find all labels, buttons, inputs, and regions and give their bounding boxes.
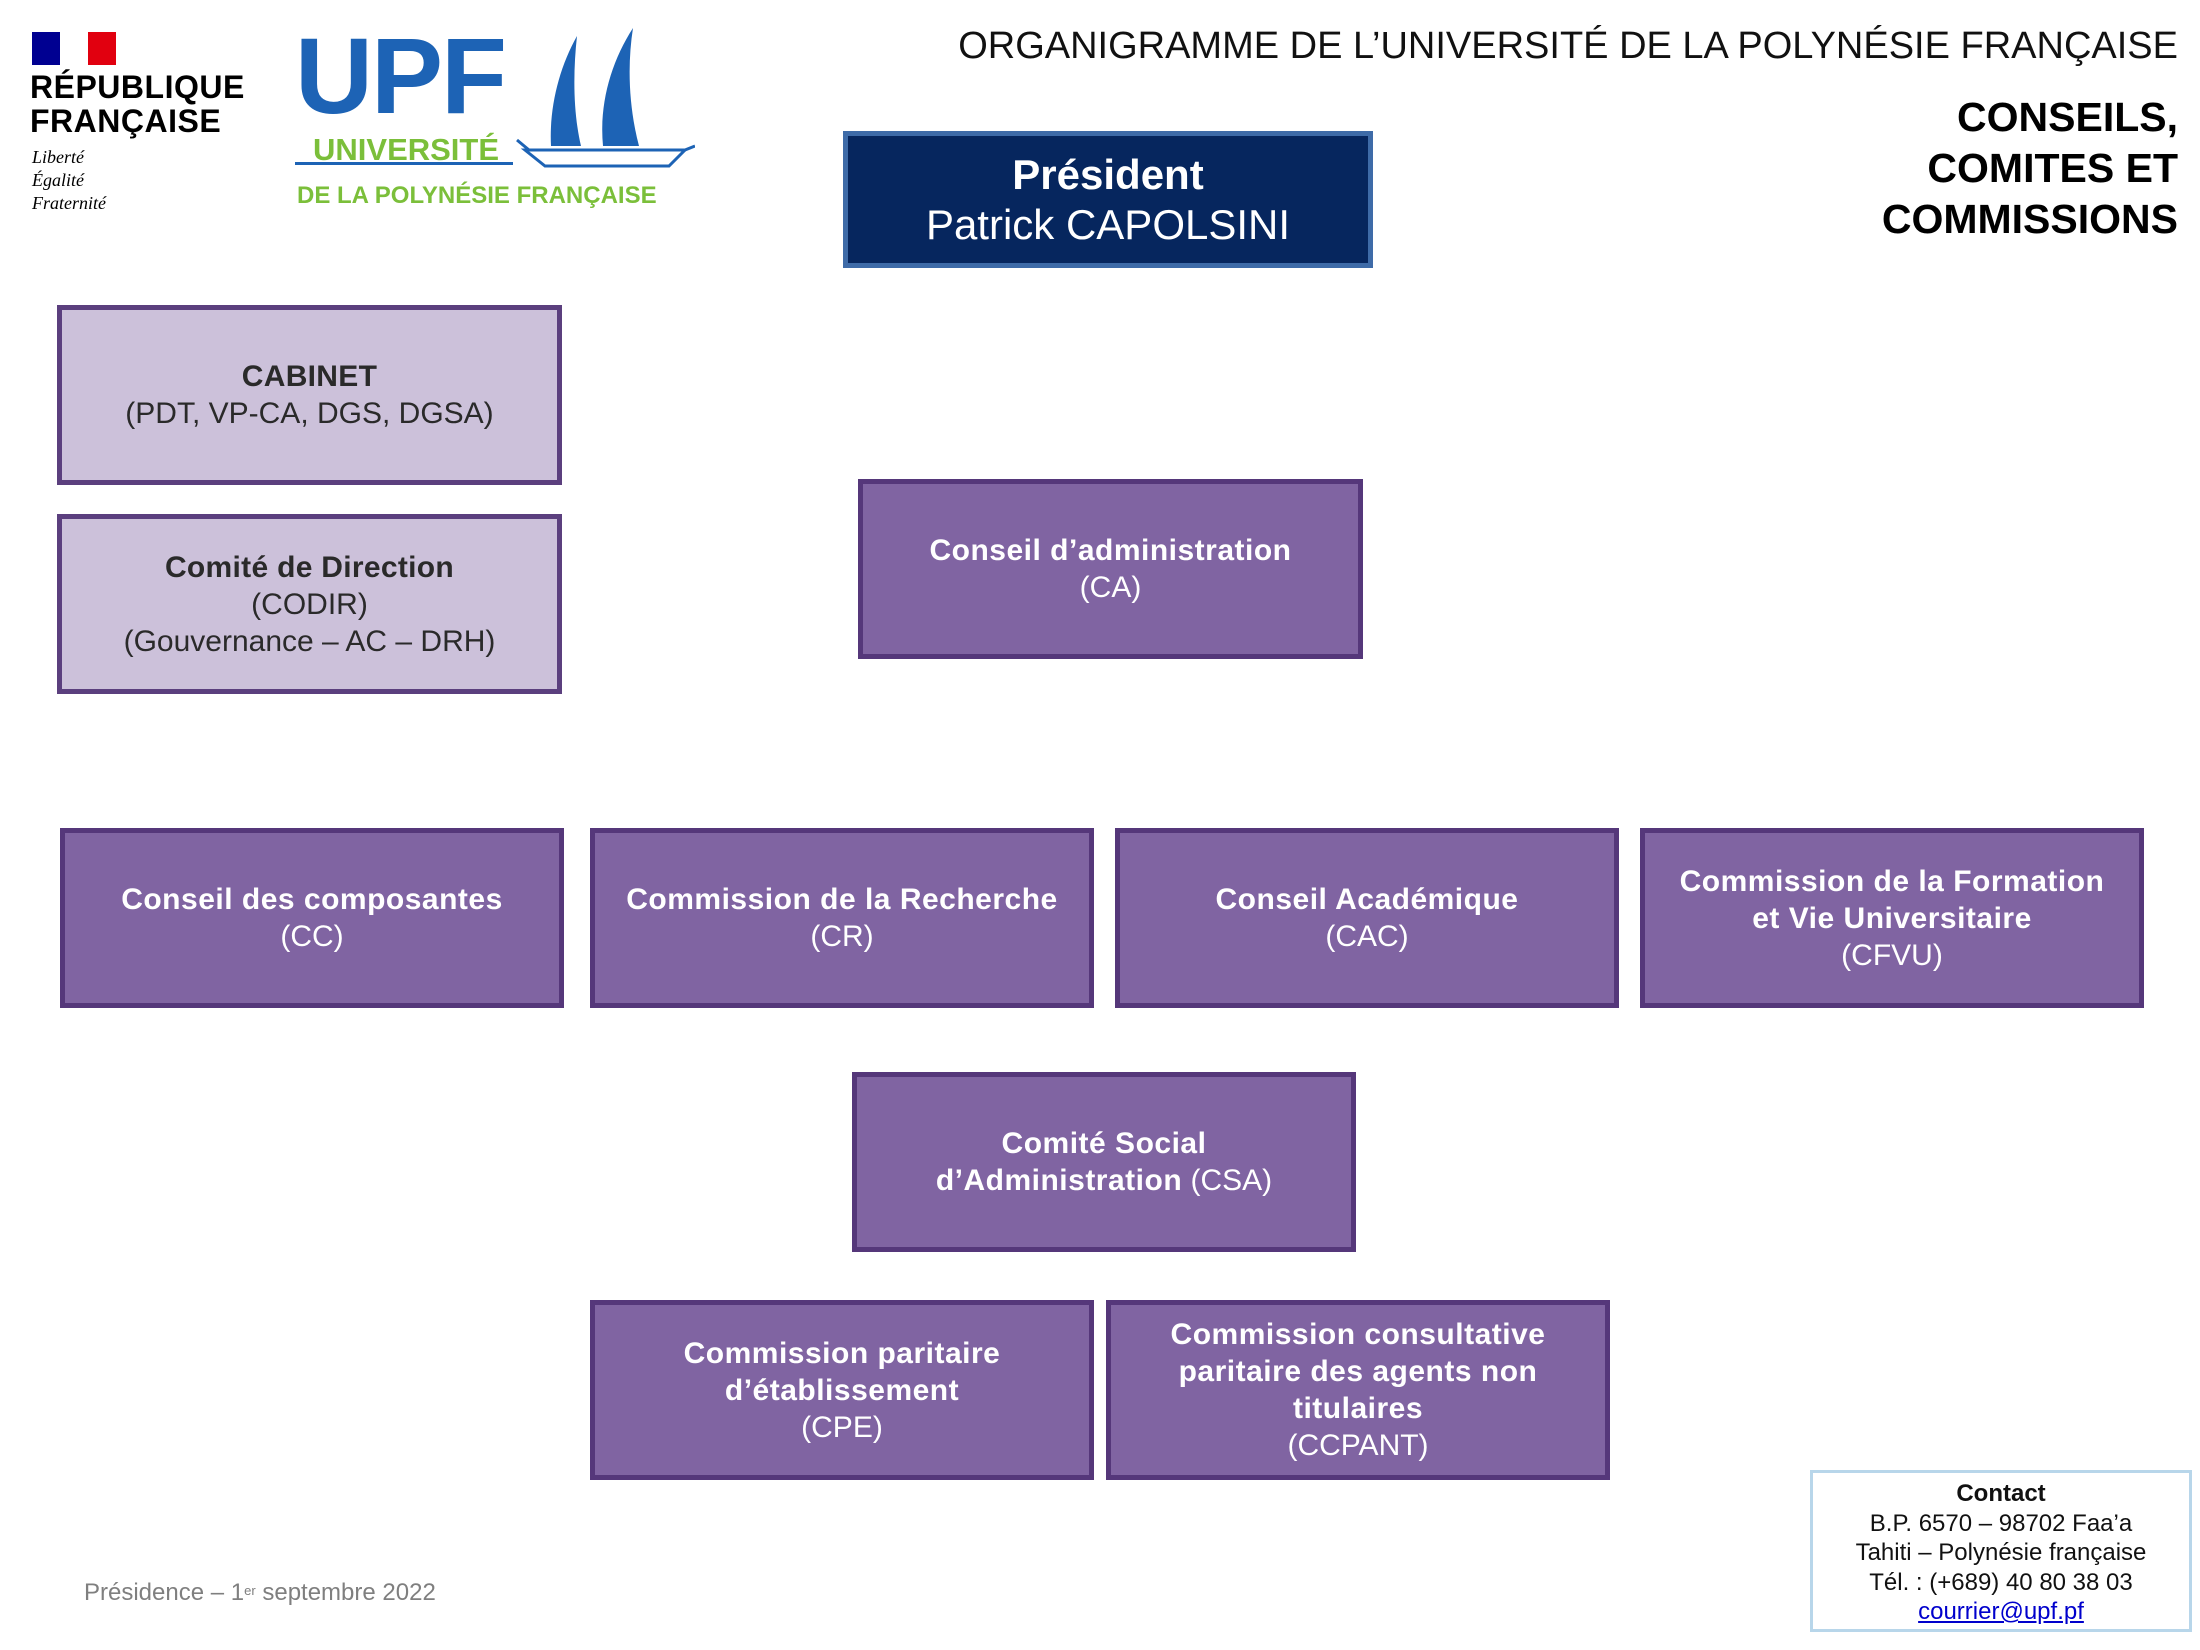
page-title: ORGANIGRAMME DE L’UNIVERSITÉ DE LA POLYN… <box>958 25 2178 67</box>
president-name: Patrick CAPOLSINI <box>925 200 1291 248</box>
upf-logo-polynesie: DE LA POLYNÉSIE FRANÇAISE <box>297 182 657 209</box>
cfvu-title-line: et Vie Universitaire <box>1752 901 2032 935</box>
cpe-title-line: Commission paritaire <box>683 1336 1001 1370</box>
csa-box: Comité Social d’Administration (CSA) <box>852 1072 1356 1252</box>
section-title-line: COMITES ET <box>1927 145 2178 191</box>
french-flag-icon <box>32 32 116 65</box>
section-title-line: CONSEILS, <box>1957 94 2178 140</box>
ccpant-title-line: titulaires <box>1292 1392 1424 1425</box>
cpe-acronym: (CPE) <box>801 1410 883 1444</box>
codir-acronym: (CODIR) <box>251 587 368 621</box>
cr-box: Commission de la Recherche (CR) <box>590 828 1094 1008</box>
codir-members: (Gouvernance – AC – DRH) <box>123 624 496 658</box>
csa-title-bold: d’Administration <box>935 1164 1183 1197</box>
cc-acronym: (CC) <box>280 920 344 953</box>
republique-name: RÉPUBLIQUE FRANÇAISE <box>30 70 245 138</box>
cfvu-title-line: Commission de la Formation <box>1679 864 2105 898</box>
cabinet-box: CABINET (PDT, VP-CA, DGS, DGSA) <box>57 305 562 485</box>
contact-box: Contact B.P. 6570 – 98702 Faa’a Tahiti –… <box>1810 1470 2192 1632</box>
upf-logo-universite: UNIVERSITÉ <box>313 132 500 167</box>
section-title: CONSEILS, COMITES ET COMMISSIONS <box>1758 92 2178 245</box>
upf-logo-mark: UPF <box>295 15 507 136</box>
cr-title: Commission de la Recherche <box>626 883 1058 916</box>
ca-box: Conseil d’administration (CA) <box>858 479 1363 659</box>
cc-box: Conseil des composantes (CC) <box>60 828 564 1008</box>
republique-francaise-logo: RÉPUBLIQUE FRANÇAISE Liberté Égalité Fra… <box>30 30 260 220</box>
footer-date: Présidence – 1er septembre 2022 <box>84 1578 436 1608</box>
cac-box: Conseil Académique (CAC) <box>1115 828 1619 1008</box>
contact-location: Tahiti – Polynésie française <box>1855 1539 2147 1566</box>
cfvu-box: Commission de la Formation et Vie Univer… <box>1640 828 2144 1008</box>
canoe-sail-icon <box>516 28 695 168</box>
csa-title-line: Comité Social <box>1001 1127 1207 1160</box>
cabinet-members: (PDT, VP-CA, DGS, DGSA) <box>125 397 494 430</box>
section-title-line: COMMISSIONS <box>1881 196 2178 242</box>
ccpant-box: Commission consultative paritaire des ag… <box>1106 1300 1610 1480</box>
footer-prefix: Présidence – 1 <box>84 1579 245 1606</box>
contact-heading: Contact <box>1956 1480 2046 1507</box>
footer-suffix: septembre 2022 <box>255 1579 436 1606</box>
motto-line: Fraternité <box>32 193 106 213</box>
contact-email-link[interactable]: courrier@upf.pf <box>1918 1598 2084 1625</box>
ca-acronym: (CA) <box>1079 571 1142 604</box>
cpe-title-line: d’établissement <box>724 1373 960 1407</box>
cr-acronym: (CR) <box>810 920 874 953</box>
contact-address: B.P. 6570 – 98702 Faa’a <box>1869 1509 2133 1537</box>
csa-acronym: (CSA) <box>1190 1164 1273 1197</box>
ca-title: Conseil d’administration <box>929 534 1292 567</box>
cac-acronym: (CAC) <box>1325 920 1409 953</box>
upf-logo-underline <box>295 162 513 165</box>
ccpant-title-line: Commission consultative <box>1170 1318 1546 1351</box>
president-box: Président Patrick CAPOLSINI <box>843 131 1373 268</box>
president-title: Président <box>1012 150 1204 198</box>
footer-ordinal: er <box>244 1583 256 1598</box>
codir-title: Comité de Direction <box>164 550 455 584</box>
republique-motto: Liberté Égalité Fraternité <box>32 146 106 215</box>
cfvu-acronym: (CFVU) <box>1841 938 1943 972</box>
cabinet-title: CABINET <box>241 360 378 393</box>
republique-name-line: FRANÇAISE <box>30 103 222 139</box>
motto-line: Égalité <box>32 170 84 190</box>
cpe-box: Commission paritaire d’établissement (CP… <box>590 1300 1094 1480</box>
csa-title-line: d’Administration (CSA) <box>936 1162 1272 1199</box>
ccpant-acronym: (CCPANT) <box>1287 1429 1429 1462</box>
cac-title: Conseil Académique <box>1215 883 1519 916</box>
motto-line: Liberté <box>32 147 84 167</box>
contact-phone: Tél. : (+689) 40 80 38 03 <box>1869 1568 2133 1596</box>
codir-box: Comité de Direction (CODIR) (Gouvernance… <box>57 514 562 694</box>
ccpant-title-line: paritaire des agents non <box>1178 1355 1538 1388</box>
republique-name-line: RÉPUBLIQUE <box>30 69 245 105</box>
upf-logo: UPF UNIVERSITÉ DE LA POLYNÉSIE FRANÇAISE <box>295 22 695 218</box>
cc-title: Conseil des composantes <box>121 883 503 916</box>
